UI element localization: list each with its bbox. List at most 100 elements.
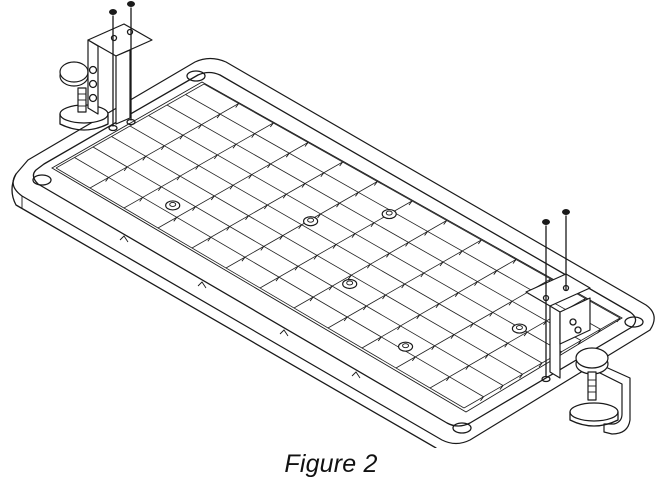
cell-wall: [294, 265, 299, 271]
cell-wall: [173, 217, 178, 222]
boss-hole: [402, 343, 410, 349]
cell-wall: [416, 314, 421, 320]
clamp-bracket: [525, 273, 591, 307]
cell-wall: [411, 356, 416, 362]
cell-wall: [465, 365, 470, 370]
cell-wall: [499, 385, 504, 390]
cell-wall: [397, 325, 401, 331]
cell-wall: [484, 354, 489, 359]
cell-wall: [523, 331, 528, 337]
cell-wall: [298, 224, 303, 230]
screw: [109, 9, 117, 127]
cell-wall: [213, 154, 218, 160]
cell-wall: [269, 122, 274, 128]
boss-hole: [515, 325, 523, 331]
screw: [542, 219, 550, 377]
cell-wall: [538, 362, 543, 368]
cell-wall: [275, 276, 280, 282]
boss: [342, 278, 358, 290]
cell-wall: [192, 206, 196, 211]
cell-wall: [195, 165, 200, 170]
cell-wall: [285, 152, 290, 158]
cell-wall: [382, 294, 386, 300]
cell-wall: [105, 177, 109, 182]
cell-wall: [332, 244, 337, 249]
cell-wall: [431, 345, 436, 351]
cell-wall: [370, 222, 375, 228]
cell-wall: [279, 235, 284, 240]
cell-wall: [616, 317, 621, 323]
cell-wall: [282, 193, 287, 199]
cell-wall: [232, 143, 237, 149]
boss-hole: [307, 217, 315, 223]
cell-wall: [267, 163, 271, 169]
cell-wall: [439, 261, 444, 267]
cell-wall: [366, 263, 371, 269]
cell-wall: [317, 213, 321, 219]
tray-grid: [55, 83, 621, 409]
cell-wall: [142, 156, 147, 161]
cell-wall: [343, 316, 348, 322]
cell-wall: [405, 242, 409, 247]
cell-wall: [251, 133, 256, 138]
cell-wall: [123, 166, 128, 172]
cell-wall: [489, 312, 494, 317]
cell-wall: [320, 172, 325, 178]
cell-wall: [160, 145, 165, 151]
screw: [562, 209, 570, 291]
grid-line: [55, 167, 465, 409]
cell-wall: [347, 274, 352, 280]
boss: [511, 323, 528, 334]
figure-caption: Figure 2: [284, 450, 378, 478]
cell-wall: [373, 181, 378, 186]
cell-wall: [474, 281, 478, 286]
cell-wall: [216, 113, 221, 119]
cell-wall: [304, 142, 309, 147]
cell-wall: [362, 305, 367, 311]
cell-wall: [248, 174, 253, 179]
boss: [381, 208, 397, 220]
boss: [165, 200, 181, 211]
cell-wall: [245, 215, 249, 221]
cell-wall: [351, 233, 356, 238]
cell-wall: [446, 376, 450, 382]
boss: [397, 341, 414, 352]
cell-wall: [260, 246, 265, 251]
cell-wall: [493, 270, 498, 275]
cell-wall: [420, 272, 425, 278]
right-clamp-assembly: [525, 209, 631, 435]
boss: [303, 216, 319, 227]
cell-wall: [179, 134, 184, 140]
cell-wall: [339, 161, 344, 167]
cell-wall: [508, 300, 513, 306]
corner-slots: [32, 70, 644, 434]
cell-wall: [458, 250, 463, 256]
cell-wall: [176, 175, 181, 181]
boss-hole: [169, 201, 177, 207]
cell-wall: [386, 253, 390, 258]
cell-wall: [226, 226, 231, 231]
cell-wall: [229, 184, 234, 190]
cell-wall: [313, 255, 318, 260]
cell-wall: [336, 202, 340, 208]
cell-wall: [504, 342, 509, 348]
boss-hole: [346, 280, 354, 286]
cell-wall: [139, 197, 144, 202]
cell-wall: [198, 124, 202, 129]
keyboard-tray-assembly-diagram: [11, 1, 655, 448]
cell-wall: [235, 103, 240, 108]
keyboard-tray: [11, 57, 655, 448]
cell-wall: [512, 259, 517, 264]
screw: [127, 1, 135, 121]
cell-wall: [408, 200, 413, 206]
cell-wall: [355, 192, 359, 197]
boss-hole: [385, 210, 393, 216]
cell-wall: [207, 236, 212, 242]
cell-wall: [210, 195, 215, 201]
cell-wall: [241, 256, 246, 262]
cell-wall: [480, 396, 484, 402]
cell-wall: [450, 334, 455, 339]
cell-wall: [377, 336, 382, 342]
cell-wall: [469, 323, 474, 328]
mounting-bosses: [165, 200, 528, 352]
